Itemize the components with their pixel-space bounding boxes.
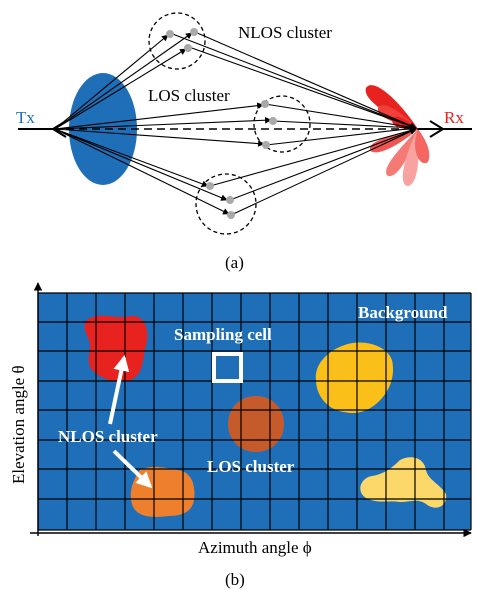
rx-beam xyxy=(365,85,430,186)
scatterer-to-rx-paths xyxy=(169,31,417,216)
los-cluster-circle xyxy=(253,95,311,153)
sampling-cell xyxy=(212,352,243,383)
x-axis-label: Azimuth angle ϕ xyxy=(198,538,312,557)
sampling-cell-label: Sampling cell xyxy=(174,325,272,344)
los-cluster xyxy=(228,396,284,452)
scatterer xyxy=(184,44,192,52)
scatterer xyxy=(269,117,277,125)
background-label: Background xyxy=(358,303,448,322)
light-yellow-cluster xyxy=(360,457,447,508)
scatterer xyxy=(261,100,269,108)
panel-b: Background Sampling cell NLOS cluster LO… xyxy=(9,282,472,589)
nlos-arrow-to-red xyxy=(108,354,130,425)
rx-antenna xyxy=(429,120,445,138)
tx-beam xyxy=(69,73,137,185)
tx-label: Tx xyxy=(16,108,35,127)
los-cluster-label-a: LOS cluster xyxy=(148,86,230,105)
rx-label: Rx xyxy=(444,108,464,127)
nlos-cluster-circle-bottom xyxy=(195,173,257,235)
yellow-cluster xyxy=(315,342,394,414)
caption-b: (b) xyxy=(225,570,245,589)
scatterer xyxy=(206,182,214,190)
scatterer xyxy=(227,211,235,219)
nlos-cluster-label-a: NLOS cluster xyxy=(238,23,332,42)
scatterer xyxy=(190,28,198,36)
nlos-cluster-red xyxy=(84,315,148,382)
caption-a: (a) xyxy=(225,253,244,272)
scatterer xyxy=(166,30,174,38)
y-axis-label: Elevation angle θ xyxy=(9,365,28,484)
scatterers xyxy=(166,28,277,219)
tx-to-scatterer-paths xyxy=(54,32,272,215)
angle-grid xyxy=(37,292,472,531)
nlos-arrow-to-orange xyxy=(112,449,153,489)
scatterer xyxy=(226,196,234,204)
scatterer xyxy=(262,141,270,149)
nlos-cluster-circle-top xyxy=(148,12,206,70)
nlos-cluster-label-b: NLOS cluster xyxy=(58,427,158,446)
los-cluster-label-b: LOS cluster xyxy=(207,457,295,476)
panel-a: Tx Rx NLOS cluster LOS cluster (a) xyxy=(16,12,472,272)
